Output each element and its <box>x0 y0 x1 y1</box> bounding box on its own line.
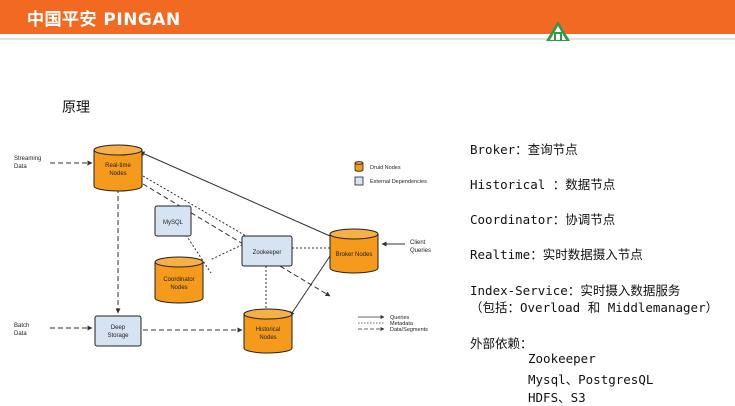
header-bar: 中国平安 PINGAN <box>0 0 735 34</box>
diagram-edges <box>50 151 405 333</box>
legend-data-segments: Data/Segments <box>390 327 428 333</box>
coordinator-description: Coordinator：协调节点 <box>470 212 616 227</box>
broker-node: Broker Nodes <box>329 228 379 274</box>
dependency-item: HDFS、S3 <box>528 390 586 405</box>
client-queries-label-2: Queries <box>410 248 431 254</box>
realtime-node-label-1: Real-time <box>105 163 131 169</box>
dependency-item: Zookeeper <box>528 351 596 366</box>
batch-data-label-1: Batch <box>14 323 29 329</box>
streaming-data-label-1: Streaming <box>14 156 41 162</box>
index-service-note: （包括：Overload 和 Middlemanager） <box>470 300 719 315</box>
deep-storage-label-1: Deep <box>111 325 126 331</box>
zookeeper-box: Zookeeper <box>241 235 293 267</box>
batch-data-label-2: Data <box>14 331 27 337</box>
realtime-description: Realtime：实时数据摄入节点 <box>470 247 643 262</box>
historical-description: Historical ：数据节点 <box>470 177 616 192</box>
index-service-description: Index-Service：实时摄入数据服务 <box>470 283 681 298</box>
realtime-node-label-2: Nodes <box>109 171 126 177</box>
broker-description: Broker：查询节点 <box>470 142 578 157</box>
legend-line-types: Queries Metadata Data/Segments <box>358 315 428 333</box>
slide-title: 原理 <box>62 100 90 116</box>
client-queries-label-1: Client <box>410 240 426 246</box>
external-dependencies-title: 外部依赖： <box>470 336 533 351</box>
legend-queries: Queries <box>390 315 410 321</box>
legend-external-dependencies: External Dependencies <box>370 179 427 185</box>
streaming-data-label-2: Data <box>14 164 27 170</box>
header-divider <box>0 38 735 40</box>
coordinator-node-label-1: Coordinator <box>163 277 194 283</box>
mysql-box: MySQL <box>154 205 192 237</box>
brand-logo-text: 中国平安 PINGAN <box>27 10 181 30</box>
legend-metadata: Metadata <box>390 321 414 327</box>
legend-node-types: Druid Nodes External Dependencies <box>354 161 427 186</box>
historical-node: Historical Nodes <box>243 308 293 354</box>
description-panel: Broker：查询节点 Historical ：数据节点 Coordinator… <box>470 0 718 405</box>
pingan-logo-icon <box>546 21 570 41</box>
historical-node-label-2: Nodes <box>259 335 276 341</box>
realtime-node: Real-time Nodes <box>93 144 143 192</box>
legend-druid-nodes: Druid Nodes <box>370 165 401 171</box>
architecture-diagram: Streaming Data Batch Data Client Queries… <box>14 144 431 354</box>
dependency-item: Mysql、PostgresQL <box>528 372 654 387</box>
coordinator-node-label-2: Nodes <box>170 285 187 291</box>
zookeeper-label: Zookeeper <box>253 250 282 256</box>
historical-node-label-1: Historical <box>256 327 281 333</box>
deep-storage-box: Deep Storage <box>94 315 142 347</box>
deep-storage-label-2: Storage <box>107 333 129 339</box>
coordinator-node: Coordinator Nodes <box>154 256 204 304</box>
broker-node-label: Broker Nodes <box>336 252 373 258</box>
mysql-label: MySQL <box>163 220 184 226</box>
